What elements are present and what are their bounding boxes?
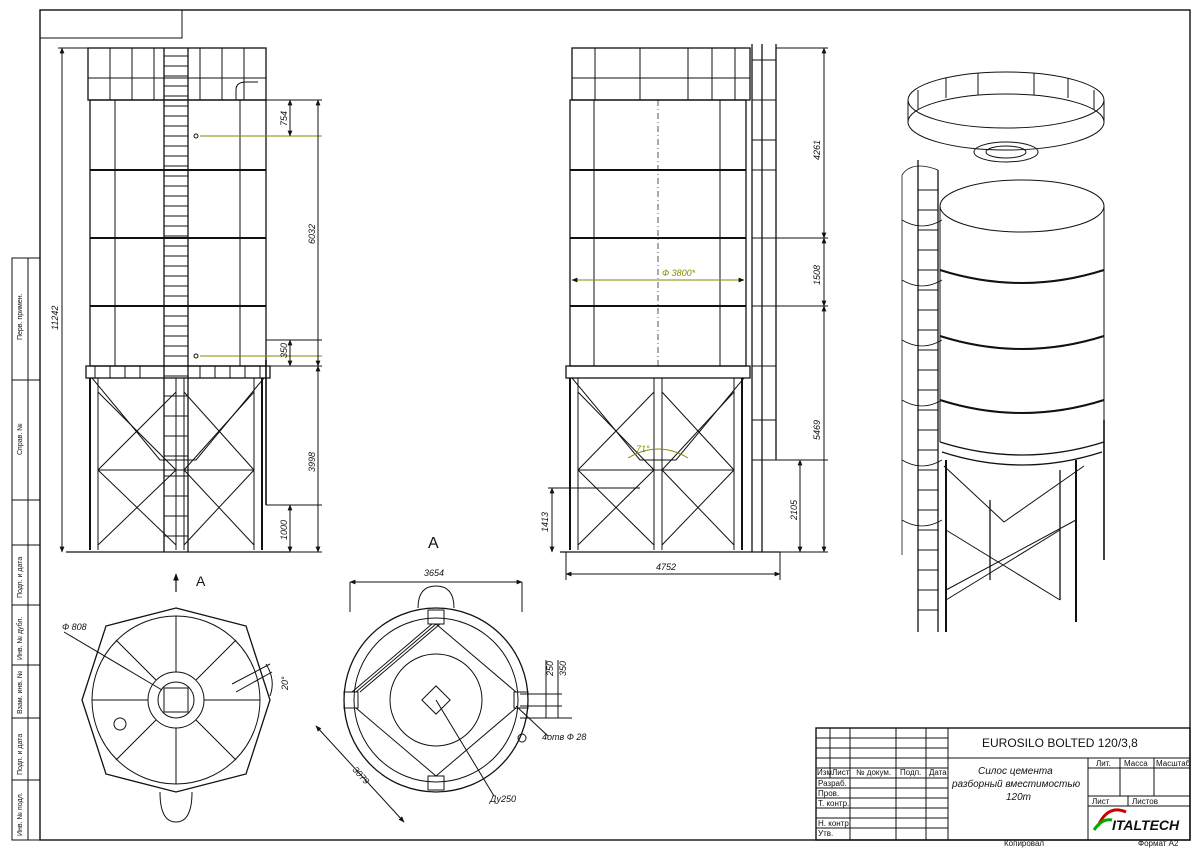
row-label: Т. контр.: [818, 799, 849, 808]
row-label: Пров.: [818, 789, 839, 798]
title-name-line: разборный вместимостью: [951, 778, 1081, 790]
col-header: Изм.: [817, 768, 834, 777]
side-view: [548, 44, 828, 580]
format-label: Формат А2: [1138, 839, 1179, 848]
side-stamp-label: Взам. инв. №: [17, 671, 24, 714]
col-header: Лист: [832, 768, 850, 777]
front-view: [58, 47, 322, 553]
side-stamp-label: Инв. № дубл.: [16, 617, 24, 660]
lit-label: Лит.: [1096, 759, 1111, 768]
col-header: Подп.: [900, 768, 921, 777]
copied-label: Копировал: [1004, 839, 1044, 848]
dim-350: 350: [279, 343, 289, 358]
dim-angle-71: 71°: [636, 444, 650, 454]
dim-250: 250: [545, 661, 555, 677]
col-header: Дата: [929, 768, 947, 777]
dim-du250: Ду250: [489, 794, 516, 804]
view-arrow-label: A: [196, 573, 206, 589]
dim-350-plan: 350: [558, 661, 568, 676]
dim-holes: 4отв Ф 28: [542, 732, 586, 742]
dim-4752: 4752: [656, 562, 676, 572]
mass-label: Масса: [1124, 759, 1148, 768]
sheet-frame: [11, 9, 1191, 841]
dim-6032: 6032: [307, 224, 317, 244]
side-stamp-label: Перв. примен.: [17, 293, 24, 340]
view-arrow-a: A: [173, 573, 206, 592]
dim-2105: 2105: [789, 499, 799, 521]
title-name-line: Силос цемента: [978, 766, 1053, 777]
dim-4261: 4261: [812, 140, 822, 160]
dim-3998: 3998: [307, 452, 317, 472]
dim-754: 754: [279, 111, 289, 126]
sheet-label: Лист: [1092, 797, 1110, 806]
dim-1413: 1413: [540, 512, 550, 532]
sheets-label: Листов: [1132, 797, 1158, 806]
scale-label: Масштаб: [1156, 759, 1191, 768]
title-name-line: 120т: [1006, 792, 1031, 803]
dim-3654: 3654: [424, 568, 444, 578]
dim-1000: 1000: [279, 520, 289, 540]
col-header: № докум.: [856, 768, 891, 777]
dim-angle-20: 20°: [280, 676, 290, 691]
section-a-view: [315, 579, 572, 823]
dim-total-height: 11242: [50, 306, 60, 330]
side-stamp: Перв. примен. Справ. № Подп. и дата Инв.…: [16, 293, 24, 836]
dim-1508: 1508: [812, 265, 822, 285]
dim-3800: Ф 3800*: [662, 268, 696, 278]
isometric-view: [901, 71, 1105, 632]
row-label: Утв.: [818, 829, 833, 838]
title-block: [815, 727, 1191, 841]
side-stamp-label: Подп. и дата: [17, 734, 24, 775]
dim-5469: 5469: [812, 420, 822, 440]
side-stamp-label: Инв. № подл.: [17, 792, 24, 836]
side-stamp-label: Справ. №: [17, 423, 24, 455]
row-label: Н. контр.: [818, 819, 851, 828]
title-designation: EUROSILO BOLTED 120/3,8: [982, 736, 1138, 750]
side-stamp-label: Подп. и дата: [17, 557, 24, 598]
section-a-label: A: [428, 535, 439, 552]
company-logo: ITALTECH: [1112, 817, 1180, 833]
dim-808: Ф 808: [62, 622, 87, 632]
plan-view-top: [63, 607, 273, 823]
row-label: Разраб.: [818, 779, 847, 788]
